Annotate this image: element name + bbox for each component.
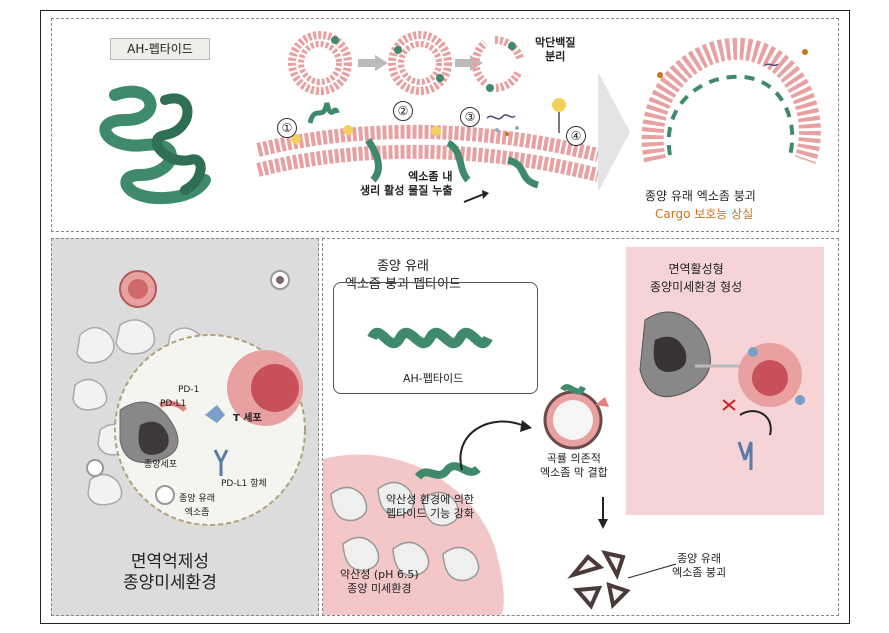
t-cell-label: T 세포: [233, 413, 262, 424]
step-4-marker: ④: [566, 126, 586, 146]
membrane-protein-separation-label: 막단백질 분리: [535, 36, 576, 63]
immune-active-title: 면역활성형 종양미세환경 형성: [650, 262, 743, 294]
leak-arrow-icon: [463, 190, 489, 203]
tcell-tumor-interaction-icon: [639, 311, 805, 470]
cargo-loss-label: Cargo 보호능 상실: [655, 207, 754, 221]
acidic-tumor-region-icon: [323, 454, 504, 615]
tumor-microenvironment-zoom-icon: [114, 334, 306, 526]
tumor-cell-label: 종양세포: [144, 460, 178, 470]
exosome-binding-icon: [543, 384, 609, 450]
pdl1-antibody-label: PD-L1 항체: [221, 479, 267, 489]
peptide-box-label: AH-펩타이드: [403, 372, 464, 385]
peptide-box-title: 종양 유래 엑소좀 붕괴 펩타이드: [345, 259, 461, 292]
ah-peptide-helix-icon: [99, 85, 211, 205]
separated-protein-icon: [552, 98, 566, 133]
tumor-exosome-label: 종양 유래 엑소좀: [179, 494, 215, 518]
collapsed-exosome-fragments-icon: [567, 550, 631, 610]
lipid-membrane-icon: [256, 124, 600, 189]
acid-env-label: 약산성 (pH 6.5) 종양 미세환경: [340, 568, 419, 595]
peptide-approach-icon: [307, 102, 340, 124]
exosome-sequence-icon: [288, 31, 524, 95]
pd1-label: PD-1: [178, 385, 200, 395]
curvature-binding-label: 곡률 의존적 엑소좀 막 결합: [540, 452, 608, 479]
pdl1-label: PD-L1: [160, 399, 187, 409]
pointer-line-icon: [627, 563, 677, 579]
peptide-box: [333, 282, 538, 394]
step-1-marker: ①: [277, 118, 297, 138]
acid-enhance-label: 약산성 환경에 의한 펩타이드 기능 강화: [386, 493, 474, 520]
exosome-collapse-result-label: 종양 유래 엑소좀 붕괴: [672, 552, 727, 579]
ah-peptide-label: AH-펩타이드: [110, 38, 210, 60]
peptide-action-panel: [322, 238, 839, 616]
exosome-collapse-label: 종양 유래 엑소좀 붕괴: [645, 189, 756, 203]
ah-peptide-coil-icon: [367, 327, 493, 349]
step-3-marker: ③: [460, 107, 480, 127]
step-2-marker: ②: [393, 101, 413, 121]
collapsed-exosome-icon: [641, 37, 821, 164]
immunosuppressive-title: 면역억제성 종양미세환경: [123, 552, 217, 593]
cargo-release-icon: [486, 114, 519, 136]
down-arrow-icon: [598, 497, 608, 529]
process-arrow-icon: [598, 72, 630, 192]
curved-arrow-icon: [459, 420, 532, 471]
cargo-leak-label: 엑소좀 내 생리 활성 물질 누출: [360, 170, 453, 197]
mechanism-panel: [51, 18, 839, 232]
